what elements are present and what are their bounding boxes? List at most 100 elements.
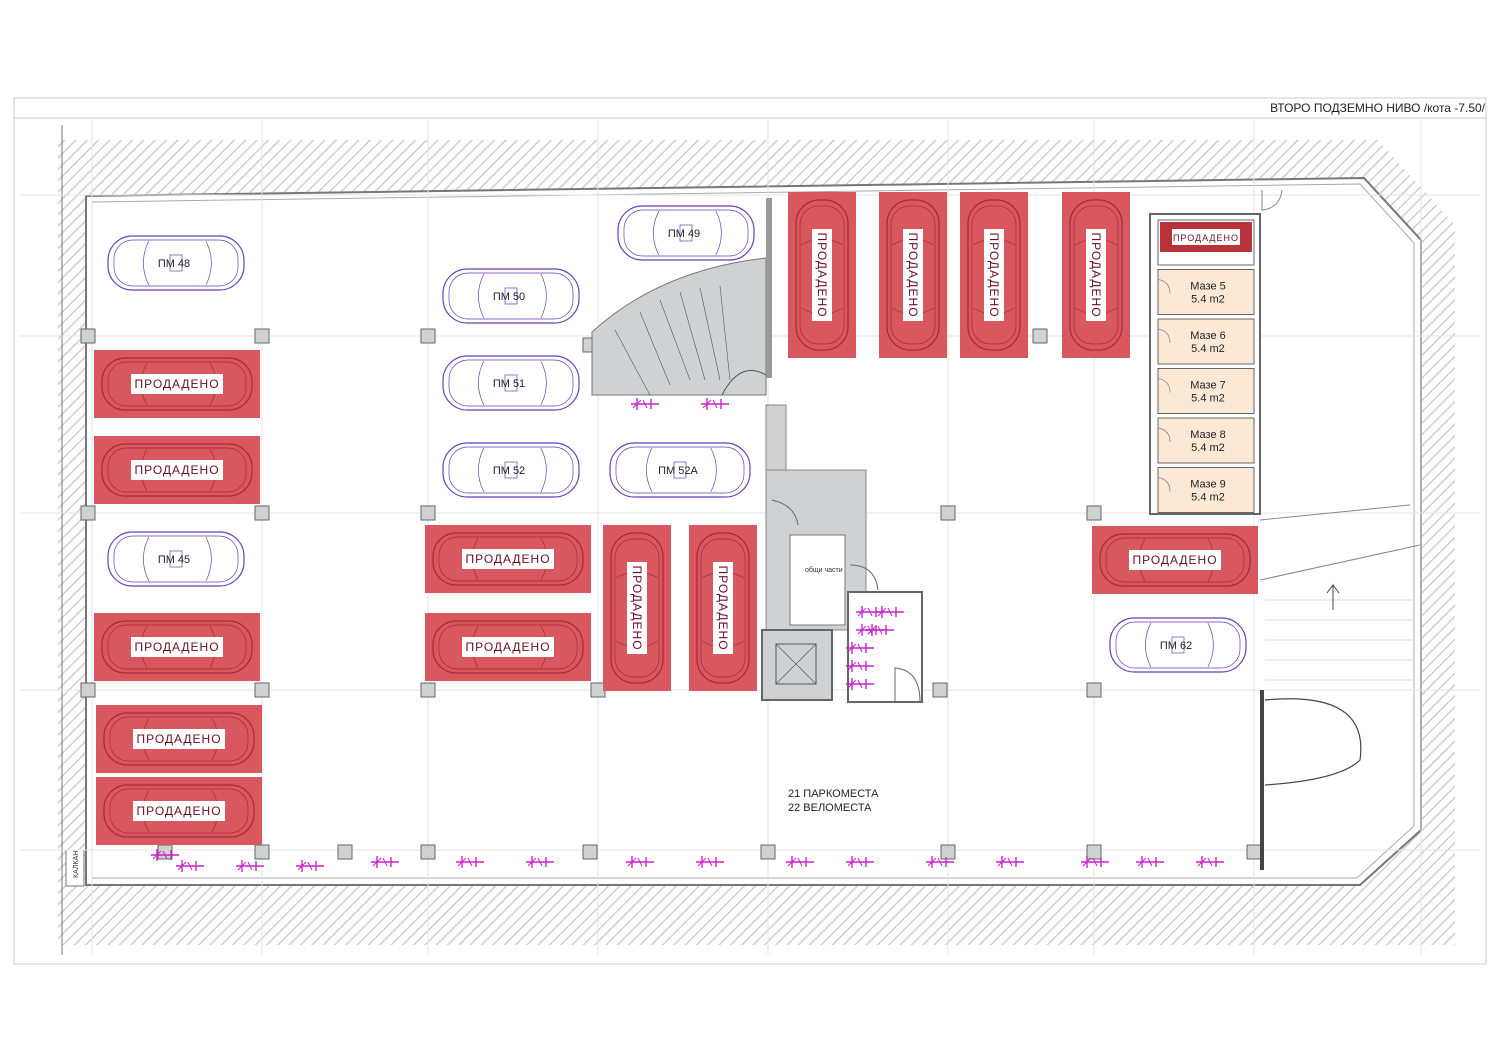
- storage-room[interactable]: ПРОДАДЕНО: [1157, 219, 1255, 266]
- sold-badge: ПРОДАДЕНО: [462, 637, 554, 657]
- parking-space-pm48[interactable]: ПМ 48: [107, 235, 245, 291]
- parking-label: ПМ 51: [493, 378, 525, 390]
- column: [1086, 682, 1102, 698]
- storage-area: 5.4 m2: [1191, 393, 1225, 405]
- car-outline: [107, 235, 245, 291]
- column: [80, 682, 96, 698]
- sold-label: ПРОДАДЕНО: [465, 640, 550, 654]
- parking-space-sold-left-3[interactable]: ПРОДАДЕНО: [94, 613, 260, 681]
- column: [1246, 844, 1262, 860]
- parking-space-sold-mid-1[interactable]: ПРОДАДЕНО: [425, 525, 591, 593]
- bike-count: 22 ВЕЛОМЕСТА: [788, 802, 872, 814]
- ramp-lines: [1265, 599, 1415, 681]
- bike-icon: [631, 398, 659, 410]
- parking-space-pm62[interactable]: ПМ 62: [1109, 617, 1247, 673]
- sheet-frame: [13, 97, 1487, 965]
- sold-label: ПРОДАДЕНО: [987, 232, 1001, 317]
- storage-room[interactable]: Мазе 55.4 m2: [1157, 269, 1255, 315]
- parking-space-pm52a[interactable]: ПМ 52А: [609, 442, 751, 498]
- storage-room[interactable]: Мазе 65.4 m2: [1157, 318, 1255, 365]
- parking-label: ПМ 48: [158, 258, 190, 270]
- stair-steps: [614, 285, 731, 396]
- parking-space-pm50[interactable]: ПМ 50: [442, 268, 580, 324]
- column: [420, 505, 436, 521]
- elevator-car: [775, 643, 817, 685]
- car-outline: [617, 205, 755, 261]
- column: [80, 505, 96, 521]
- parking-spaces: ПМ 48 ПМ 49 ПМ 50 ПМ 51 ПМ 52 ПМ 52А ПМ 45 ПМ 6…: [94, 192, 1258, 845]
- bike-icon: [846, 642, 874, 654]
- column: [420, 328, 436, 344]
- sold-label: ПРОДАДЕНО: [1132, 553, 1217, 567]
- parking-label: ПМ 52А: [658, 465, 698, 477]
- bike-icon: [236, 860, 264, 872]
- bike-icon: [526, 856, 554, 868]
- storage-sold-label: ПРОДАДЕНО: [1173, 233, 1239, 243]
- storage-room[interactable]: Мазе 85.4 m2: [1157, 417, 1255, 464]
- sold-badge: ПРОДАДЕНО: [133, 801, 225, 821]
- parking-space-sold-top-1[interactable]: ПРОДАДЕНО: [788, 192, 856, 358]
- sold-label: ПРОДАДЕНО: [716, 565, 730, 650]
- column: [1032, 328, 1048, 344]
- column: [420, 844, 436, 860]
- sold-badge: ПРОДАДЕНО: [1129, 550, 1221, 570]
- parking-label: ПМ 62: [1160, 640, 1192, 652]
- parking-space-sold-right-1[interactable]: ПРОДАДЕНО: [1092, 526, 1258, 594]
- ramp-arrow-icon: [1326, 583, 1340, 610]
- sold-label: ПРОДАДЕНО: [134, 640, 219, 654]
- column: [760, 844, 776, 860]
- storage-name: Мазе 8: [1190, 429, 1226, 441]
- bike-icon: [701, 398, 729, 410]
- car-outline: [442, 442, 580, 498]
- column: [254, 844, 270, 860]
- storage-area: 5.4 m2: [1191, 492, 1225, 504]
- parking-space-sold-left-5[interactable]: ПРОДАДЕНО: [96, 777, 262, 845]
- column: [1086, 505, 1102, 521]
- storage-area: 5.4 m2: [1191, 442, 1225, 454]
- car-outline: [442, 355, 580, 411]
- storage-room[interactable]: Мазе 75.4 m2: [1157, 368, 1255, 414]
- parking-space-sold-top-3[interactable]: ПРОДАДЕНО: [960, 192, 1028, 358]
- storage-area: 5.4 m2: [1191, 343, 1225, 355]
- storage-name: Мазе 9: [1190, 479, 1226, 491]
- bike-icon: [371, 856, 399, 868]
- storage-room[interactable]: Мазе 95.4 m2: [1157, 467, 1255, 513]
- elevator-cross-2: [775, 643, 817, 685]
- parking-space-sold-vert-1[interactable]: ПРОДАДЕНО: [603, 525, 671, 691]
- bike-icon: [786, 856, 814, 868]
- parking-space-sold-left-2[interactable]: ПРОДАДЕНО: [94, 436, 260, 504]
- parking-space-sold-mid-2[interactable]: ПРОДАДЕНО: [425, 613, 591, 681]
- column: [254, 682, 270, 698]
- bike-icon: [1196, 856, 1224, 868]
- sold-label: ПРОДАДЕНО: [134, 377, 219, 391]
- sold-label: ПРОДАДЕНО: [630, 565, 644, 650]
- sold-label: ПРОДАДЕНО: [1089, 232, 1103, 317]
- car-outline: [107, 531, 245, 587]
- parking-space-sold-top-4[interactable]: ПРОДАДЕНО: [1062, 192, 1130, 358]
- bike-icon: [151, 849, 179, 861]
- column: [254, 505, 270, 521]
- common-area-label: общи части: [805, 566, 843, 574]
- bike-icon: [1136, 856, 1164, 868]
- parking-space-pm45[interactable]: ПМ 45: [107, 531, 245, 587]
- sold-label: ПРОДАДЕНО: [134, 463, 219, 477]
- bike-icon: [846, 660, 874, 672]
- parking-space-sold-top-2[interactable]: ПРОДАДЕНО: [879, 192, 947, 358]
- parking-label: ПМ 52: [493, 465, 525, 477]
- car-outline: [101, 620, 253, 674]
- stair-door-arc: [721, 370, 767, 396]
- sold-badge: ПРОДАДЕНО: [131, 460, 223, 480]
- sold-badge: ПРОДАДЕНО: [133, 729, 225, 749]
- parking-count: 21 ПАРКОМЕСТА: [788, 788, 879, 800]
- parking-space-pm52[interactable]: ПМ 52: [442, 442, 580, 498]
- parking-space-sold-left-4[interactable]: ПРОДАДЕНО: [96, 705, 262, 773]
- storage-name: Мазе 5: [1190, 281, 1226, 293]
- car-outline: [609, 442, 751, 498]
- car-outline: [1109, 617, 1247, 673]
- parking-space-sold-vert-2[interactable]: ПРОДАДЕНО: [689, 525, 757, 691]
- parking-space-pm51[interactable]: ПМ 51: [442, 355, 580, 411]
- storage-area: 5.4 m2: [1191, 294, 1225, 306]
- parking-space-sold-left-1[interactable]: ПРОДАДЕНО: [94, 350, 260, 418]
- column: [932, 682, 948, 698]
- parking-space-pm49[interactable]: ПМ 49: [617, 205, 755, 261]
